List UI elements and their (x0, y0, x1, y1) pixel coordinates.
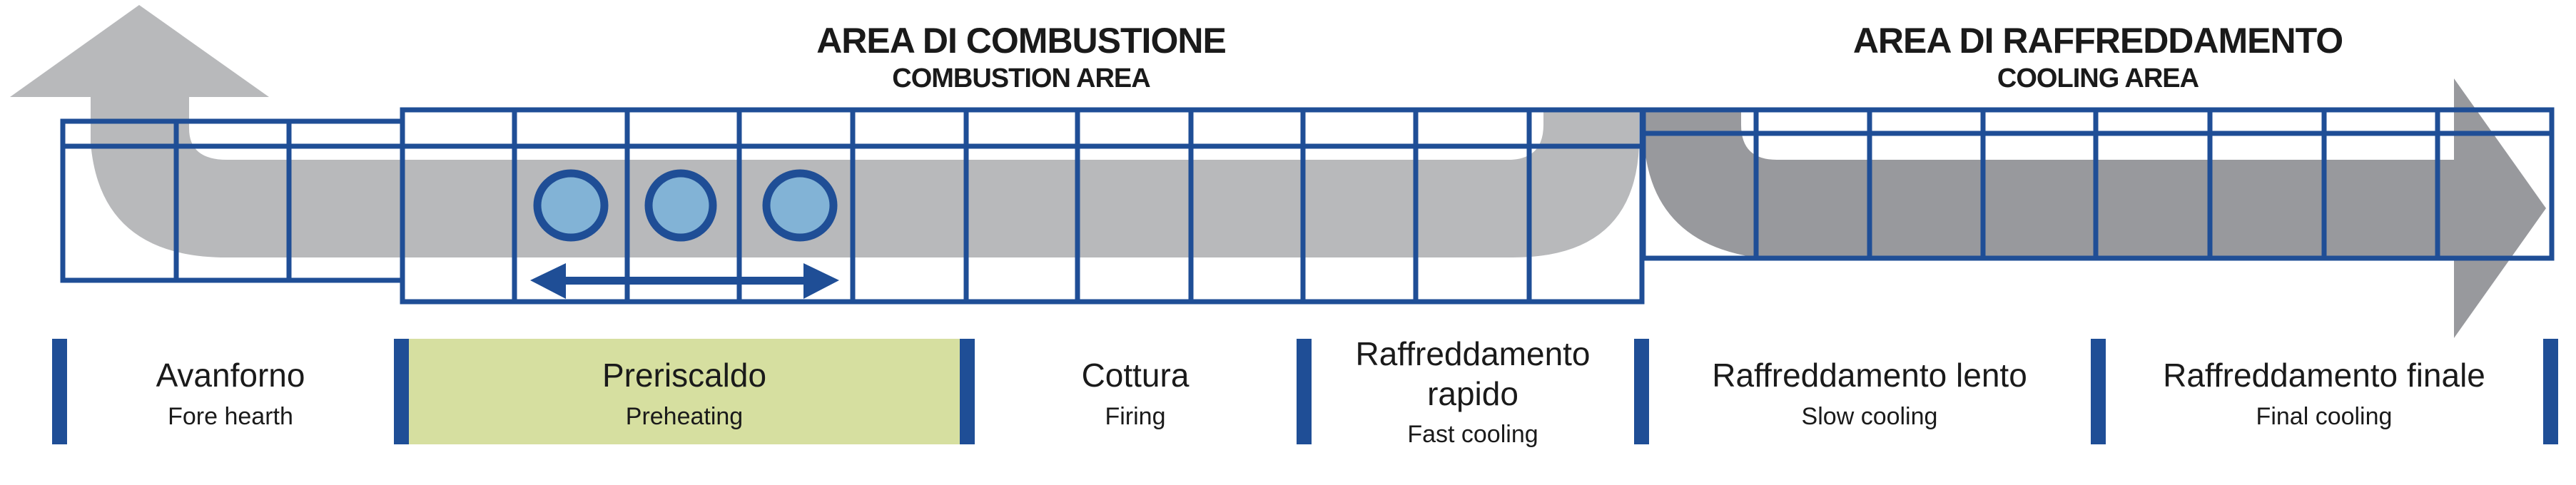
zone-subtitle: Firing (1105, 403, 1165, 430)
zone-fast-cooling: Raffreddamento rapido Fast cooling (1355, 335, 1590, 448)
zone-subtitle: Fast cooling (1407, 421, 1538, 448)
combustion-area-subtitle: COMBUSTION AREA (892, 63, 1150, 93)
zone-slow-cooling: Raffreddamento lento Slow cooling (1712, 357, 2027, 430)
zone-name-line2: rapido (1427, 375, 1518, 412)
preheating-highlight (409, 339, 960, 444)
zone-dividers (52, 339, 2558, 444)
zone-name: Raffreddamento lento (1712, 357, 2027, 394)
zone-fore-hearth: Avanforno Fore hearth (156, 357, 305, 430)
double-arrow-icon (530, 263, 839, 299)
burner-icon (644, 169, 717, 242)
cooling-grid (1641, 107, 2555, 261)
zone-name: Cottura (1082, 357, 1190, 394)
zone-name-line1: Raffreddamento (1355, 335, 1590, 372)
hot-air-flow-arrow (10, 5, 1639, 257)
zone-subtitle: Slow cooling (1802, 403, 1938, 430)
burner-icon (762, 169, 838, 242)
combustion-area-title: AREA DI COMBUSTIONE (816, 21, 1226, 61)
cooling-area-title: AREA DI RAFFREDDAMENTO (1853, 21, 2343, 61)
zone-firing: Cottura Firing (1082, 357, 1190, 430)
zone-name: Preriscaldo (602, 357, 766, 394)
zone-subtitle: Final cooling (2256, 403, 2393, 430)
zone-subtitle: Fore hearth (168, 403, 293, 430)
burners (533, 169, 838, 242)
zone-preheating: Preriscaldo Preheating (602, 357, 766, 430)
burner-icon (533, 169, 609, 242)
zone-final-cooling: Raffreddamento finale Final cooling (2163, 357, 2485, 430)
zone-subtitle: Preheating (626, 403, 743, 430)
zone-name: Raffreddamento finale (2163, 357, 2485, 394)
zone-name: Avanforno (156, 357, 305, 394)
cooling-area-subtitle: COOLING AREA (1997, 63, 2199, 93)
